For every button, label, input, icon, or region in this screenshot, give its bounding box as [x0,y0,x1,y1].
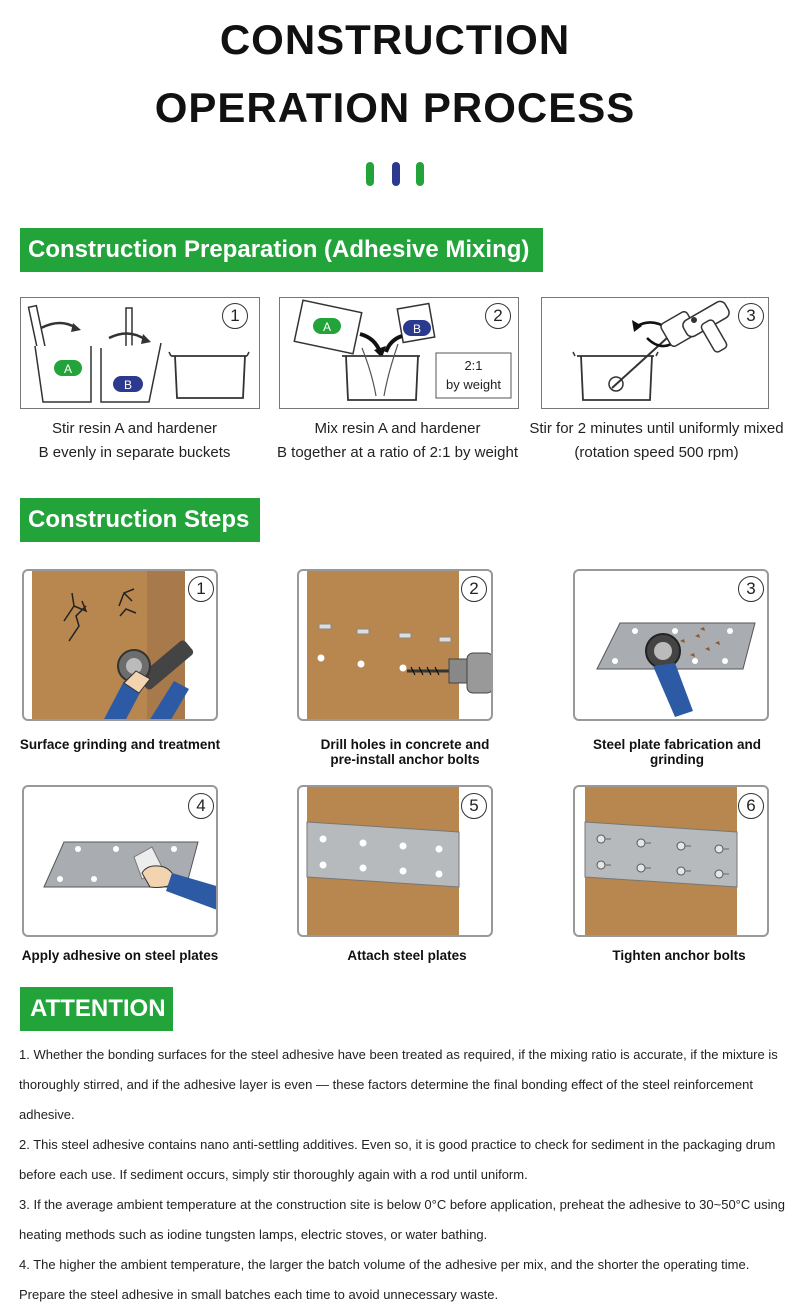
grinding-disc-icon [596,622,756,717]
step-number-badge: 3 [738,576,764,602]
anchor-bolt-icon [584,787,738,935]
prep-step-3-illustration: 3 [541,297,769,409]
svg-text:B: B [124,378,132,392]
caption-line: Tighten anchor bolts [612,948,746,963]
caption-line: Apply adhesive on steel plates [21,948,219,963]
step-number-badge: 5 [461,793,487,819]
construction-step-3-caption: Steel plate fabrication and grinding [562,737,790,767]
steel-plate-icon [306,787,460,935]
caption-line: Surface grinding and treatment [19,737,221,752]
mixing-buckets-icon: A B [27,304,250,403]
attention-note-4: 4. The higher the ambient temperature, t… [19,1257,750,1302]
caption-line: Mix resin A and hardener [314,420,481,437]
prep-step-3-caption: Stir for 2 minutes until uniformly mixed… [523,417,790,465]
section-heading-attention: ATTENTION [20,987,173,1031]
step-number-badge: 6 [738,793,764,819]
attention-note-1: 1. Whether the bonding surfaces for the … [19,1047,778,1122]
dot-green-left [366,162,374,186]
caption-line: pre-install anchor bolts [330,752,480,767]
svg-text:A: A [64,362,72,376]
drill-mixer-icon [572,300,730,401]
prep-step-1-illustration: A B 1 [20,297,260,409]
construction-step-2-caption: Drill holes in concrete and pre-install … [290,737,520,767]
dot-blue [392,162,400,186]
caption-line: B together at a ratio of 2:1 by weight [277,444,518,461]
construction-step-5-illustration: 5 [297,785,493,937]
construction-step-3-illustration: 3 [573,569,769,721]
caption-line: B evenly in separate buckets [38,444,231,461]
attention-note-3: 3. If the average ambient temperature at… [19,1197,785,1242]
mix-ratio-label: 2:1 by weight [436,356,511,394]
prep-step-2-caption: Mix resin A and hardener B together at a… [265,417,530,465]
grinder-icon [32,571,194,719]
construction-step-6-caption: Tighten anchor bolts [564,948,790,963]
step-number-badge: 2 [485,303,511,329]
construction-step-1-caption: Surface grinding and treatment [5,737,235,752]
construction-step-1-illustration: 1 [22,569,218,721]
section-heading-construction-steps: Construction Steps [20,498,260,542]
section-heading-preparation: Construction Preparation (Adhesive Mixin… [20,228,543,272]
step-number-badge: 1 [222,303,248,329]
svg-text:A: A [323,320,331,334]
construction-step-5-caption: Attach steel plates [292,948,522,963]
page-title-line2: OPERATION PROCESS [154,84,636,131]
caption-line: Drill holes in concrete and [320,737,490,752]
attention-note-2: 2. This steel adhesive contains nano ant… [19,1137,776,1182]
svg-text:B: B [413,322,421,336]
attention-notes: 1. Whether the bonding surfaces for the … [19,1040,790,1309]
construction-step-4-caption: Apply adhesive on steel plates [5,948,235,963]
caption-line: Attach steel plates [347,948,467,963]
caption-line: grinding [650,752,704,767]
caption-line: (rotation speed 500 rpm) [574,444,739,461]
page-title-line1: CONSTRUCTION [219,16,571,63]
dot-green-right [416,162,424,186]
step-number-badge: 2 [461,576,487,602]
step-number-badge: 4 [188,793,214,819]
decorative-dots [366,162,426,186]
prep-step-1-caption: Stir resin A and hardener B evenly in se… [2,417,267,465]
drill-icon [307,571,491,719]
caption-line: Stir resin A and hardener [51,420,218,437]
step-number-badge: 3 [738,303,764,329]
construction-step-2-illustration: 2 [297,569,493,721]
caption-line: Stir for 2 minutes until uniformly mixed [529,420,784,437]
prep-step-2-illustration: A B 2:1 by weight 2 [279,297,519,409]
pouring-icon: A B [293,299,512,401]
adhesive-spatula-icon [43,841,216,910]
caption-line: Steel plate fabrication and [592,737,762,752]
step-number-badge: 1 [188,576,214,602]
construction-step-4-illustration: 4 [22,785,218,937]
construction-step-6-illustration: 6 [573,785,769,937]
mix-ratio-value: 2:1 [464,358,483,373]
mix-ratio-unit: by weight [446,377,501,392]
